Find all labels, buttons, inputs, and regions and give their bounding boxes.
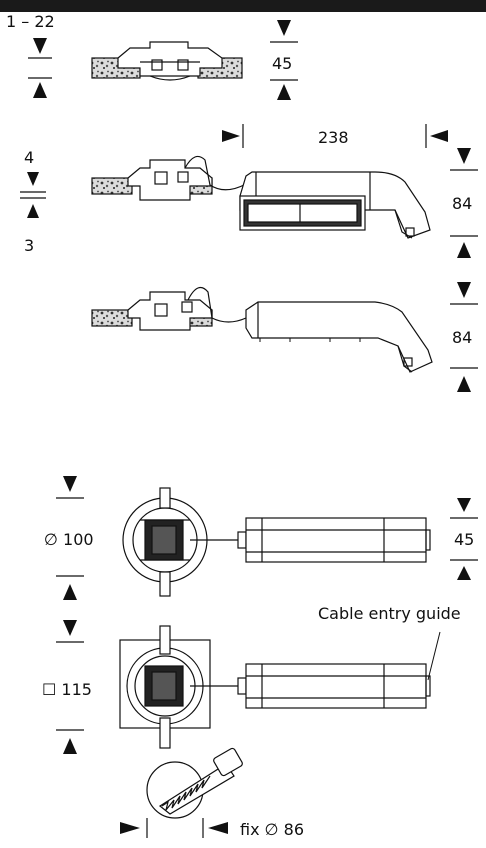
- dim-recess-top-label: 4: [24, 148, 35, 167]
- dim-diameter-arrows: [56, 476, 84, 600]
- dim-driver-height-1-label: 84: [452, 194, 473, 213]
- dim-square-arrows: [56, 620, 84, 754]
- cable-entry-label: Cable entry guide: [318, 604, 461, 623]
- dim-length-label: 238: [318, 128, 349, 147]
- dim-driver-height-2-arrows: [450, 282, 478, 392]
- dim-diameter-label: ∅ 100: [44, 530, 94, 549]
- top-view-square: [119, 625, 441, 749]
- side-view-driver-a: [91, 155, 431, 239]
- dim-recess-bottom-label: 3: [24, 236, 35, 255]
- dim-driver-height-2-label: 84: [452, 328, 473, 347]
- saw-icon: [146, 747, 243, 819]
- top-view-round: [122, 487, 431, 597]
- dim-top-height-label: 45: [272, 54, 293, 73]
- dim-driver-height-3-arrows: [450, 498, 478, 580]
- side-view-driver-b: [91, 286, 433, 373]
- dim-ceiling-arrows: [28, 38, 52, 98]
- dim-cutout-arrows: [120, 818, 228, 838]
- dim-square-label: ☐ 115: [42, 680, 92, 699]
- dim-ceiling-thickness-label: 1 – 22: [6, 12, 55, 31]
- dim-top-height-arrows: [270, 20, 298, 100]
- dim-cutout-label: fix ∅ 86: [240, 820, 305, 839]
- dim-recess-arrows: [20, 172, 46, 218]
- dim-driver-height-1-arrows: [450, 148, 478, 258]
- dim-driver-height-3-label: 45: [454, 530, 475, 549]
- side-view-mount: [91, 41, 243, 81]
- header-bar: [0, 0, 486, 12]
- dim-length-arrows: [222, 124, 448, 148]
